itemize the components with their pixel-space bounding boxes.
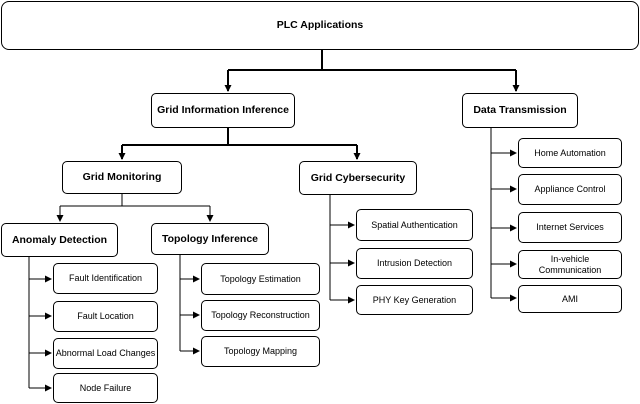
node-anomaly-detection: Anomaly Detection	[1, 223, 118, 257]
node-node-failure: Node Failure	[53, 373, 158, 403]
node-plc-applications: PLC Applications	[1, 1, 639, 50]
node-fault-identification: Fault Identification	[53, 263, 158, 294]
node-internet-services: Internet Services	[518, 212, 622, 243]
node-grid-monitoring: Grid Monitoring	[62, 161, 182, 194]
node-grid-cybersecurity: Grid Cybersecurity	[299, 161, 417, 195]
node-home-automation: Home Automation	[518, 138, 622, 168]
node-data-transmission: Data Transmission	[462, 93, 578, 128]
edge-root-split	[228, 50, 516, 71]
node-ami: AMI	[518, 285, 622, 313]
node-appliance-control: Appliance Control	[518, 174, 622, 205]
node-spatial-authentication: Spatial Authentication	[356, 209, 473, 241]
node-topology-mapping: Topology Mapping	[201, 336, 320, 367]
edge-monitoring-split	[60, 194, 210, 207]
node-intrusion-detection: Intrusion Detection	[356, 248, 473, 279]
node-topology-estimation: Topology Estimation	[201, 263, 320, 295]
node-in-vehicle-communication: In-vehicle Communication	[518, 250, 622, 279]
node-grid-information-inference: Grid Information Inference	[151, 93, 295, 128]
edge-inference-split	[122, 128, 357, 146]
node-topology-inference: Topology Inference	[151, 223, 269, 255]
node-fault-location: Fault Location	[53, 301, 158, 332]
node-abnormal-load-changes: Abnormal Load Changes	[53, 338, 158, 369]
node-topology-reconstruction: Topology Reconstruction	[201, 300, 320, 331]
node-phy-key-generation: PHY Key Generation	[356, 285, 473, 315]
